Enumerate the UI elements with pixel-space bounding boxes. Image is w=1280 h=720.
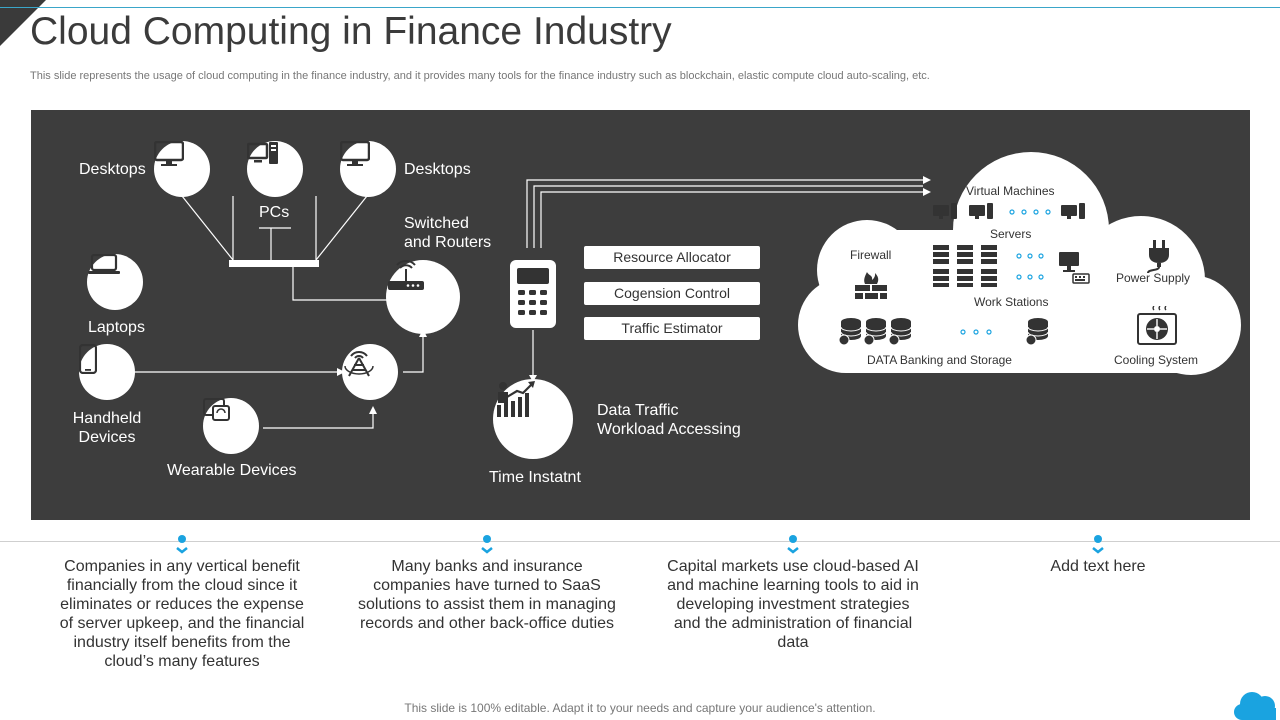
smartphone-icon (79, 344, 97, 374)
router-icon (388, 260, 424, 290)
top-rule (0, 7, 1280, 8)
database-icon (1025, 318, 1049, 346)
timeline-marker-icon (481, 535, 493, 554)
work-stations-label: Work Stations (974, 295, 1049, 309)
cooling-system-label: Cooling System (1114, 353, 1199, 367)
cooling-fan-icon (1137, 306, 1177, 345)
handheld-label-line2: Devices (78, 429, 136, 446)
servers-label: Servers (990, 227, 1032, 241)
desktop-left-node (154, 141, 210, 197)
wearable-node (203, 398, 259, 454)
diagram-panel: Desktops PCs Desktops Switched and Route… (31, 110, 1250, 520)
page-title: Cloud Computing in Finance Industry (30, 10, 672, 53)
timeline-rule (0, 541, 1280, 542)
footer-note: This slide is 100% editable. Adapt it to… (404, 701, 876, 715)
cogension-control-box: Cogension Control (584, 282, 760, 305)
timeline-marker-icon (176, 535, 188, 554)
server-rack-icons (933, 245, 997, 287)
resource-allocator-box: Resource Allocator (584, 246, 760, 269)
firewall-icon (855, 272, 887, 299)
handheld-node (79, 344, 135, 400)
dots-icon (960, 329, 992, 335)
column-text-4: Add text here (1050, 558, 1146, 575)
power-plug-icon (1147, 240, 1169, 273)
wearable-label: Wearable Devices (167, 462, 297, 479)
timeline-marker-icon (787, 535, 799, 554)
workstation-icon (1059, 252, 1090, 284)
laptop-node (87, 254, 143, 310)
wearable-icon (203, 398, 230, 421)
desktops-right-label: Desktops (404, 161, 471, 178)
laptops-label: Laptops (88, 319, 145, 336)
vm-computer-icons (933, 203, 1085, 219)
monitor-icon (154, 141, 184, 166)
growth-chart-icon (497, 381, 535, 417)
desktops-left-label: Desktops (79, 161, 146, 178)
firewall-label: Firewall (850, 248, 892, 262)
pc-icon (247, 142, 278, 164)
time-instant-label: Time Instatnt (489, 469, 581, 486)
desktop-right-node (340, 141, 396, 197)
laptop-icon (88, 254, 120, 274)
handheld-label-line1: Handheld (72, 410, 142, 427)
database-gear-icons (839, 318, 912, 346)
connector-lines (135, 176, 931, 429)
column-text-1: Companies in any vertical benefit financ… (59, 558, 305, 670)
controller-device (510, 260, 556, 328)
data-traffic-label-line1: Data Traffic (597, 402, 679, 419)
antenna-node (342, 344, 398, 400)
router-node (386, 260, 460, 334)
cloud-logo-icon (1234, 692, 1276, 720)
time-instant-node (493, 379, 573, 459)
pc-node (247, 141, 303, 197)
antenna-tower-icon (344, 351, 374, 377)
switched-label-line2: and Routers (404, 234, 492, 251)
data-traffic-label-line2: Workload Accessing (597, 421, 741, 438)
page-subtitle: This slide represents the usage of cloud… (30, 70, 930, 82)
column-text-2: Many banks and insurance companies have … (358, 558, 616, 632)
pcs-label: PCs (259, 204, 290, 221)
switched-label-line1: Switched (404, 215, 469, 232)
traffic-estimator-box: Traffic Estimator (584, 317, 760, 340)
calculator-icon (517, 268, 549, 315)
timeline-marker-icon (1092, 535, 1104, 554)
power-supply-label: Power Supply (1116, 271, 1191, 285)
virtual-machines-label: Virtual Machines (966, 184, 1055, 198)
data-banking-label: DATA Banking and Storage (867, 353, 1012, 367)
monitor-icon (340, 141, 370, 166)
column-text-3: Capital markets use cloud-based AI and m… (667, 558, 919, 651)
dots-icon (1016, 253, 1044, 280)
